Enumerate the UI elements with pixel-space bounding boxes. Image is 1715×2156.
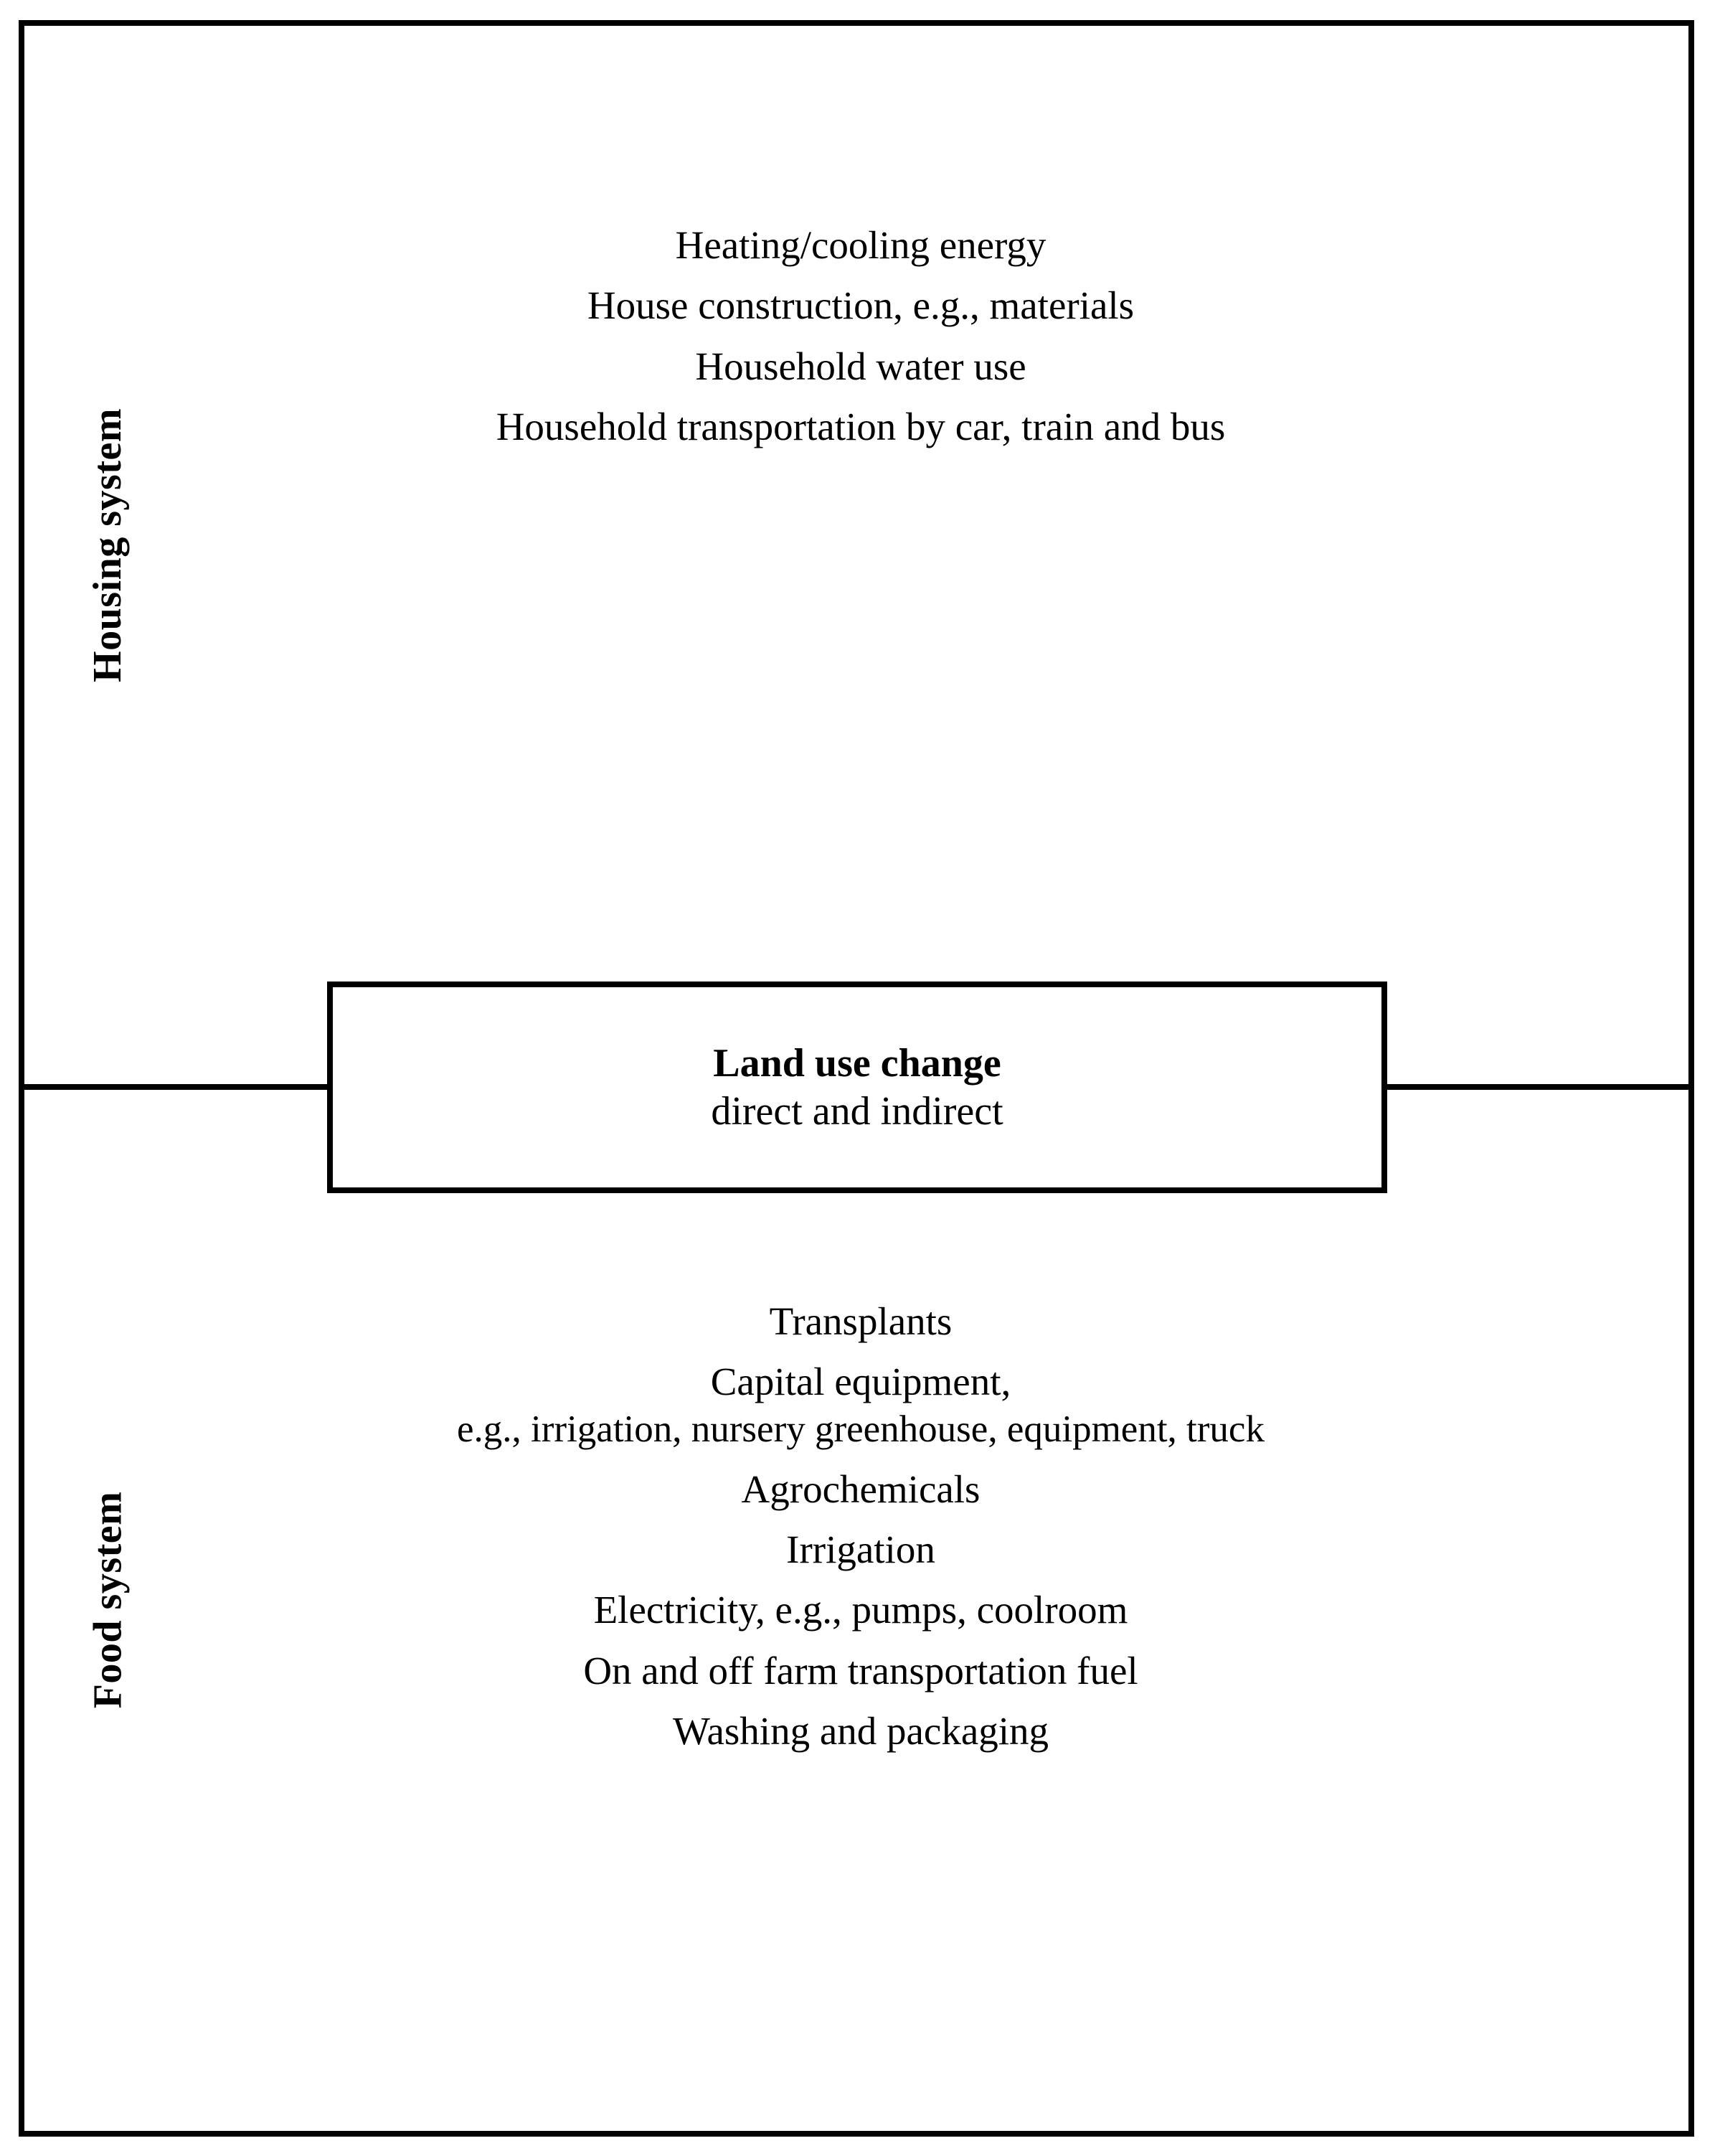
list-item: Electricity, e.g., pumps, coolroom [593, 1588, 1128, 1632]
housing-system-label: Housing system [0, 273, 215, 818]
list-item: Household transportation by car, train a… [496, 405, 1226, 449]
list-item: Household water use [695, 344, 1026, 388]
housing-system-label-text: Housing system [85, 408, 130, 682]
list-item: Heating/cooling energy [675, 223, 1047, 267]
land-use-change-subtitle: direct and indirect [711, 1088, 1003, 1134]
list-item: e.g., irrigation, nursery greenhouse, eq… [457, 1408, 1265, 1450]
housing-system-item-list: Heating/cooling energy House constructio… [215, 215, 1506, 458]
list-item: Capital equipment, [710, 1360, 1011, 1404]
list-item: Irrigation [786, 1527, 935, 1571]
list-item: House construction, e.g., materials [587, 283, 1135, 328]
list-item: Agrochemicals [741, 1467, 981, 1511]
list-item: On and off farm transportation fuel [583, 1648, 1138, 1693]
food-system-label-text: Food system [85, 1491, 130, 1709]
list-item: Transplants [769, 1299, 953, 1343]
food-system-label: Food system [0, 1349, 215, 1851]
land-use-change-title: Land use change [713, 1041, 1001, 1086]
list-item: Washing and packaging [672, 1709, 1049, 1753]
food-system-item-list: Transplants Capital equipment, e.g., irr… [215, 1291, 1506, 1762]
land-use-change-box: Land use change direct and indirect [327, 982, 1387, 1193]
